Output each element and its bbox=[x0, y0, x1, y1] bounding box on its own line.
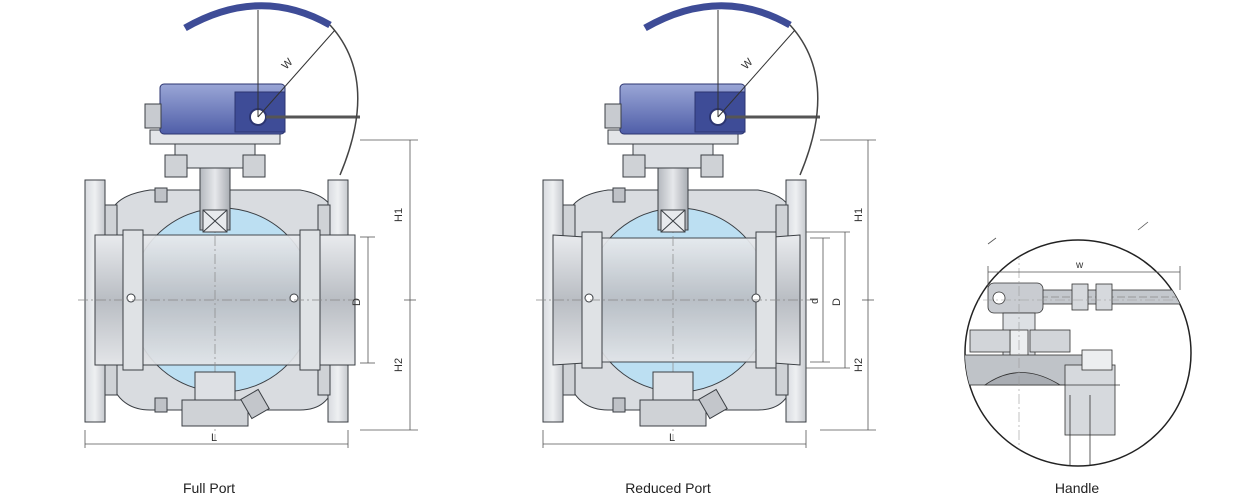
full-port-valve bbox=[78, 2, 360, 440]
full-port-h1-label: H1 bbox=[393, 208, 405, 222]
reduced-port-l-label: L bbox=[669, 432, 675, 444]
handle-detail bbox=[964, 221, 1192, 467]
caption-reduced-port: Reduced Port bbox=[625, 480, 711, 496]
reduced-port-w-label: W bbox=[740, 56, 756, 72]
reduced-port-dimensions bbox=[542, 139, 876, 448]
reduced-port-valve bbox=[536, 2, 820, 440]
reduced-port-h1-label: H1 bbox=[853, 208, 865, 222]
full-port-h2-label: H2 bbox=[393, 358, 405, 372]
full-port-dimensions bbox=[84, 139, 418, 448]
reduced-port-large-d-label: D bbox=[831, 298, 843, 306]
handle-w-label: w bbox=[1075, 260, 1084, 271]
reduced-port-small-d-label: d bbox=[809, 298, 821, 304]
reduced-port-h2-label: H2 bbox=[853, 358, 865, 372]
full-port-d-label: D bbox=[351, 298, 363, 306]
caption-handle: Handle bbox=[1054, 480, 1100, 496]
full-port-l-label: L bbox=[211, 432, 217, 444]
caption-full-port: Full Port bbox=[182, 480, 236, 496]
full-port-w-label: W bbox=[280, 56, 296, 72]
